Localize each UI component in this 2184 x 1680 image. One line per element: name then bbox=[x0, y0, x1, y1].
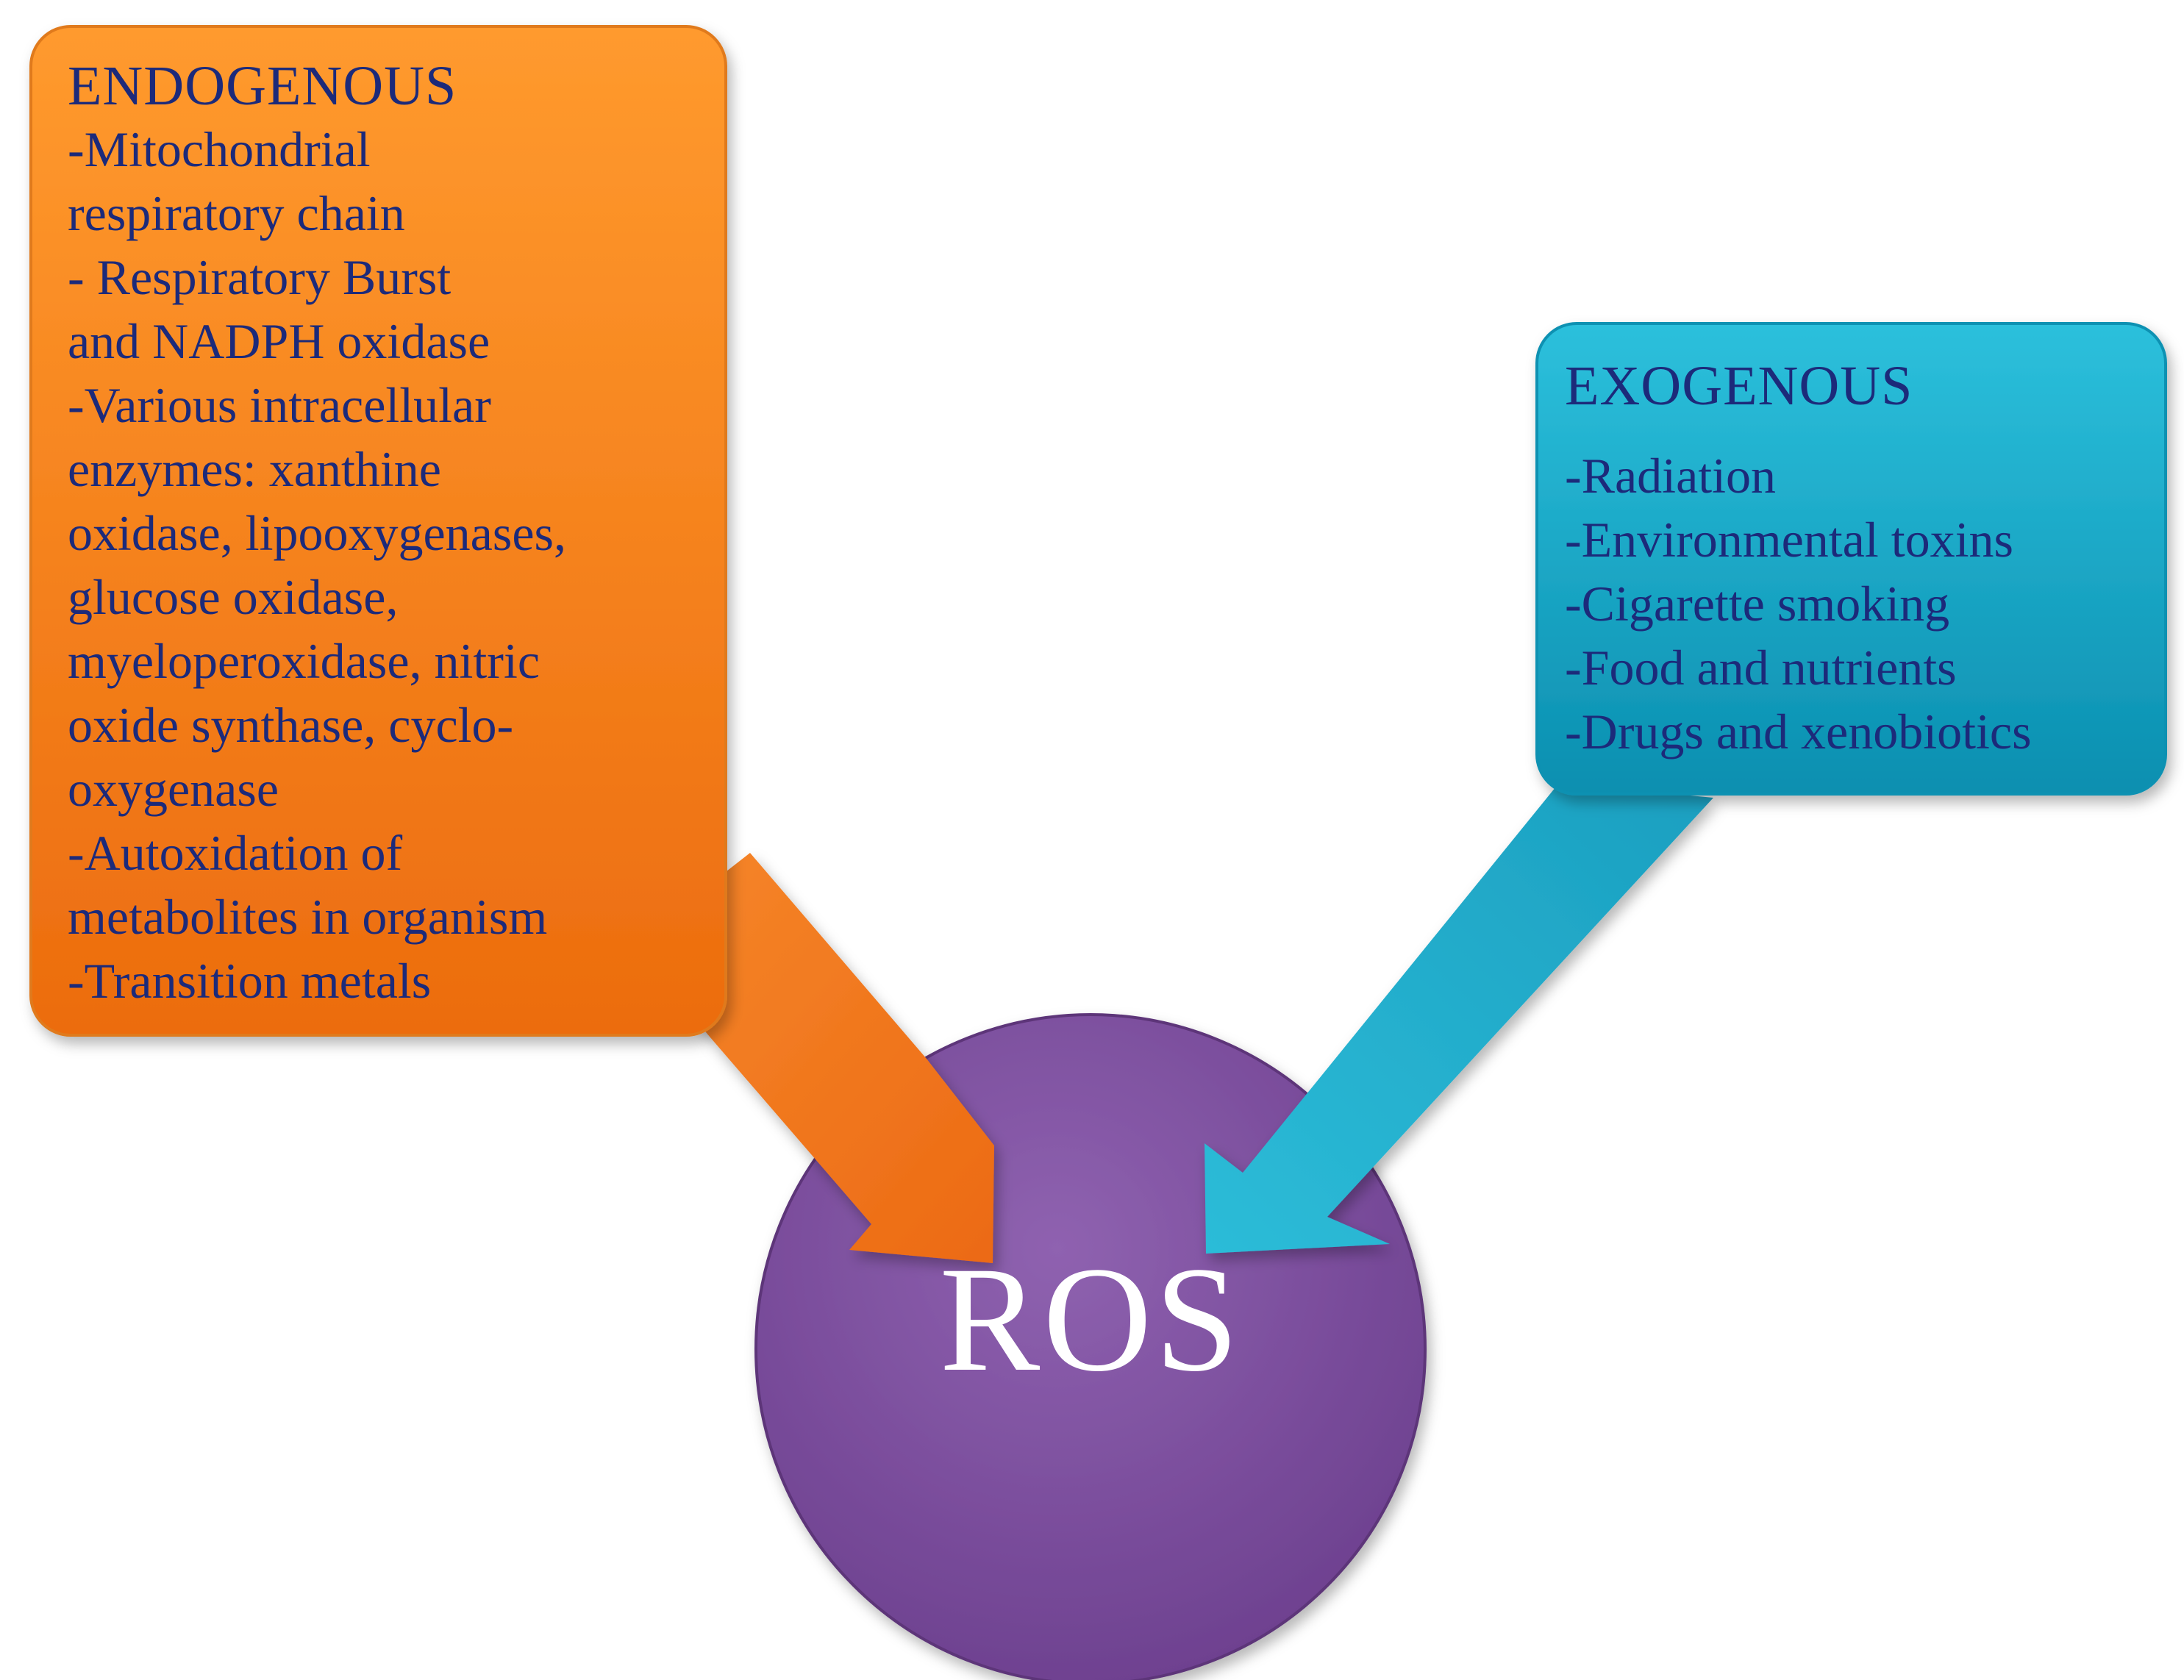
endogenous-item: -Transition metals bbox=[68, 953, 432, 1009]
endogenous-item: enzymes: xanthine bbox=[68, 441, 441, 497]
endogenous-box bbox=[29, 25, 727, 1037]
exogenous-box bbox=[1535, 322, 2167, 796]
exogenous-item: -Radiation bbox=[1565, 448, 1777, 504]
endogenous-item: glucose oxidase, bbox=[68, 569, 399, 625]
endogenous-item: -Autoxidation of bbox=[68, 825, 403, 881]
endogenous-item: -Mitochondrial bbox=[68, 121, 371, 177]
endogenous-item: myeloperoxidase, nitric bbox=[68, 633, 540, 689]
endogenous-item: oxidase, lipooxygenases, bbox=[68, 505, 566, 561]
endogenous-item: and NADPH oxidase bbox=[68, 313, 490, 369]
endogenous-title: ENDOGENOUS bbox=[68, 55, 457, 117]
exogenous-item: -Environmental toxins bbox=[1565, 512, 2014, 568]
exogenous-text: EXOGENOUS -Radiation -Environmental toxi… bbox=[1565, 354, 2032, 764]
ros-label: ROS bbox=[939, 1236, 1242, 1403]
exogenous-title: EXOGENOUS bbox=[1565, 355, 1913, 417]
endogenous-text: ENDOGENOUS -Mitochondrial respiratory ch… bbox=[68, 54, 566, 1013]
endogenous-item: - Respiratory Burst bbox=[68, 249, 452, 305]
endogenous-item: respiratory chain bbox=[68, 185, 405, 241]
exogenous-arrow bbox=[1205, 783, 1713, 1254]
endogenous-item: oxygenase bbox=[68, 761, 279, 817]
exogenous-item: -Cigarette smoking bbox=[1565, 576, 1950, 632]
endogenous-item: -Various intracellular bbox=[68, 377, 491, 433]
endogenous-item: metabolites in organism bbox=[68, 889, 548, 945]
endogenous-item: oxide synthase, cyclo- bbox=[68, 697, 514, 753]
exogenous-item: -Drugs and xenobiotics bbox=[1565, 704, 2032, 759]
exogenous-item: -Food and nutrients bbox=[1565, 640, 1957, 696]
